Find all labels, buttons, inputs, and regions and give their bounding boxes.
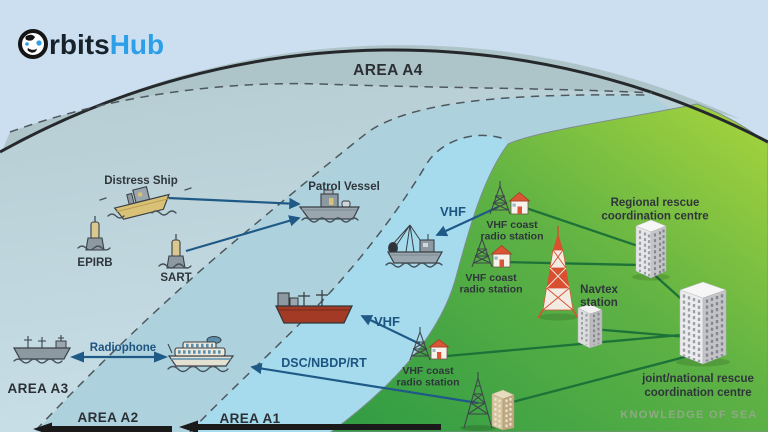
sart-label: SART: [160, 272, 191, 284]
epirb-label: EPIRB: [77, 257, 112, 269]
svg-text:coordination centre: coordination centre: [644, 387, 751, 399]
cargo-ship-red-icon: [274, 290, 354, 324]
vhf-tower-3-icon: [409, 327, 431, 361]
arrow-radiophone-two-way: [70, 351, 168, 363]
navtex-station-label: Navtex station: [580, 284, 618, 309]
regional-rcc-building: [632, 219, 670, 281]
vhf-label-upper: VHF: [440, 204, 466, 219]
sart-buoy-icon: [158, 234, 192, 269]
orbitshub-logo[interactable]: rbitsHub: [18, 29, 164, 60]
shore-radio-tower-icon: [460, 372, 496, 431]
svg-text:joint/national rescue: joint/national rescue: [641, 373, 754, 385]
vhf-label-mid: VHF: [374, 314, 400, 329]
horizon-line: [0, 48, 768, 154]
arrow-sart-to-patrol: [185, 215, 301, 253]
shore-network-links: [445, 204, 702, 406]
globe-icon: [18, 29, 48, 59]
station-house-3-icon: [428, 338, 450, 360]
area-a3-label: AREA A3: [7, 381, 68, 396]
area-a1-label: AREA A1: [219, 411, 280, 426]
joint-rcc-label: joint/national rescue coordination centr…: [641, 373, 754, 399]
area-a4-a3-boundary: [9, 82, 653, 133]
area-a4-label: AREA A4: [353, 62, 423, 79]
radiophone-label: Radiophone: [90, 342, 156, 354]
vhf-coast-station-1: [489, 181, 531, 215]
svg-text:radio station: radio station: [396, 377, 459, 389]
comms-arrows: [70, 196, 499, 405]
station-house-2-icon: [490, 244, 513, 268]
epirb-buoy-icon: [77, 216, 111, 251]
knowledge-of-sea-watermark: KNOWLEDGE OF SEA: [620, 409, 758, 421]
distress-ship-icon: [99, 186, 192, 220]
svg-text:rbitsHub: rbitsHub: [49, 29, 164, 60]
joint-rcc-building: [676, 281, 730, 367]
svg-text:radio station: radio station: [480, 231, 543, 243]
svg-text:coordination centre: coordination centre: [601, 211, 708, 223]
vhf-coast-station-3-label: VHF coast radio station: [396, 365, 459, 389]
navtex-tower-icon: [537, 226, 579, 321]
svg-text:VHF coast: VHF coast: [465, 272, 517, 284]
navtex-station-building: [577, 303, 603, 349]
logo-text-accent: Hub: [110, 29, 164, 60]
logo-text-dark: rbits: [49, 29, 110, 60]
arrow-dsc-to-passenger-ship: [250, 362, 479, 405]
vhf-coast-station-2-label: VHF coast radio station: [459, 272, 522, 296]
svg-text:radio station: radio station: [459, 284, 522, 296]
station-house-1-icon: [508, 191, 531, 215]
vhf-tower-1-icon: [489, 181, 511, 215]
svg-text:VHF coast: VHF coast: [402, 365, 454, 377]
area-a3-a2-boundary: [35, 94, 651, 431]
distress-ship-label: Distress Ship: [104, 175, 178, 187]
vhf-coast-station-1-label: VHF coast radio station: [480, 219, 543, 243]
arrow-vhf-to-red-ship: [360, 315, 421, 345]
area-a2-label: AREA A2: [77, 410, 138, 425]
patrol-vessel-label: Patrol Vessel: [308, 181, 380, 193]
sea-area-a4-band: [2, 45, 740, 152]
arrow-distress-to-patrol: [167, 196, 301, 210]
patrol-vessel-icon: [298, 189, 360, 223]
vhf-coast-station-3: [409, 327, 450, 361]
regional-rcc-label: Regional rescue coordination centre: [601, 197, 708, 223]
svg-text:VHF coast: VHF coast: [486, 219, 538, 231]
cargo-ship-gray-icon: [12, 335, 72, 364]
area-a2-a1-boundary: [189, 134, 506, 432]
svg-text:Navtex: Navtex: [580, 284, 618, 296]
svg-text:station: station: [580, 297, 618, 309]
area-a2-extent-arrow: [33, 422, 172, 432]
area-a1-extent-arrow: [179, 420, 441, 432]
svg-text:Regional rescue: Regional rescue: [611, 197, 700, 209]
passenger-ship-icon: [167, 336, 235, 373]
crane-vessel-icon: [385, 224, 444, 268]
dsc-label: DSC/NBDP/RT: [281, 356, 367, 370]
vhf-tower-2-icon: [471, 234, 493, 268]
shore-station-building: [491, 389, 515, 431]
arrow-vhf-to-crane-vessel: [435, 206, 499, 237]
vhf-coast-station-2: [471, 234, 513, 268]
